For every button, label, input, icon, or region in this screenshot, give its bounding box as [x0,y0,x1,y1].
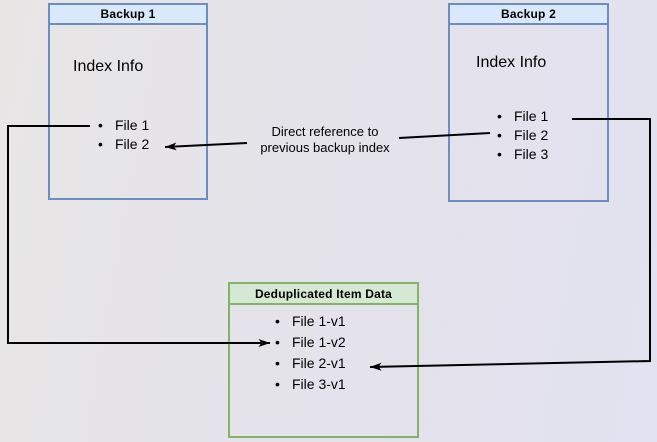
list-item: • File 1 [497,107,548,126]
bullet-icon: • [275,334,280,350]
backup2-index-info-label: Index Info [476,54,547,71]
list-item-label: File 2 [514,127,549,143]
backup2-file-list: • File 1 • File 2 • File 3 [497,107,548,164]
list-item: • File 2 [98,135,149,154]
dedup-node: Deduplicated Item Data • File 1-v1 • Fil… [228,282,419,438]
edge-label-line2: previous backup index [260,140,390,155]
bullet-icon: • [98,136,103,152]
backup1-node: Backup 1 Index Info • File 1 • File 2 [48,3,208,200]
list-item-label: File 1 [115,117,150,133]
backup1-file-list: • File 1 • File 2 [98,116,149,154]
list-item: • File 2-v1 [275,353,346,374]
list-item: • File 1-v2 [275,332,346,353]
list-item-label: File 1 [514,108,549,124]
list-item-label: File 1-v2 [292,334,346,350]
list-item-label: File 2 [115,136,150,152]
bullet-icon: • [98,117,103,133]
bullet-icon: • [497,146,502,162]
dedup-title: Deduplicated Item Data [230,284,417,305]
bullet-icon: • [275,355,280,371]
list-item-label: File 3-v1 [292,376,346,392]
bullet-icon: • [497,127,502,143]
list-item: • File 3 [497,145,548,164]
list-item: • File 1-v1 [275,311,346,332]
dedup-file-list: • File 1-v1 • File 1-v2 • File 2-v1 • Fi… [275,311,346,395]
backup1-title: Backup 1 [50,5,206,25]
list-item-label: File 1-v1 [292,313,346,329]
list-item-label: File 2-v1 [292,355,346,371]
backup2-title: Backup 2 [450,5,607,25]
backup2-node: Backup 2 Index Info • File 1 • File 2 • … [448,3,609,202]
bullet-icon: • [275,313,280,329]
list-item: • File 3-v1 [275,374,346,395]
list-item: • File 2 [497,126,548,145]
list-item: • File 1 [98,116,149,135]
edge-label-direct-reference: Direct reference to previous backup inde… [240,124,410,156]
edge-label-line1: Direct reference to [271,124,379,139]
bullet-icon: • [497,108,502,124]
bullet-icon: • [275,376,280,392]
list-item-label: File 3 [514,146,549,162]
backup1-index-info-label: Index Info [73,58,144,75]
